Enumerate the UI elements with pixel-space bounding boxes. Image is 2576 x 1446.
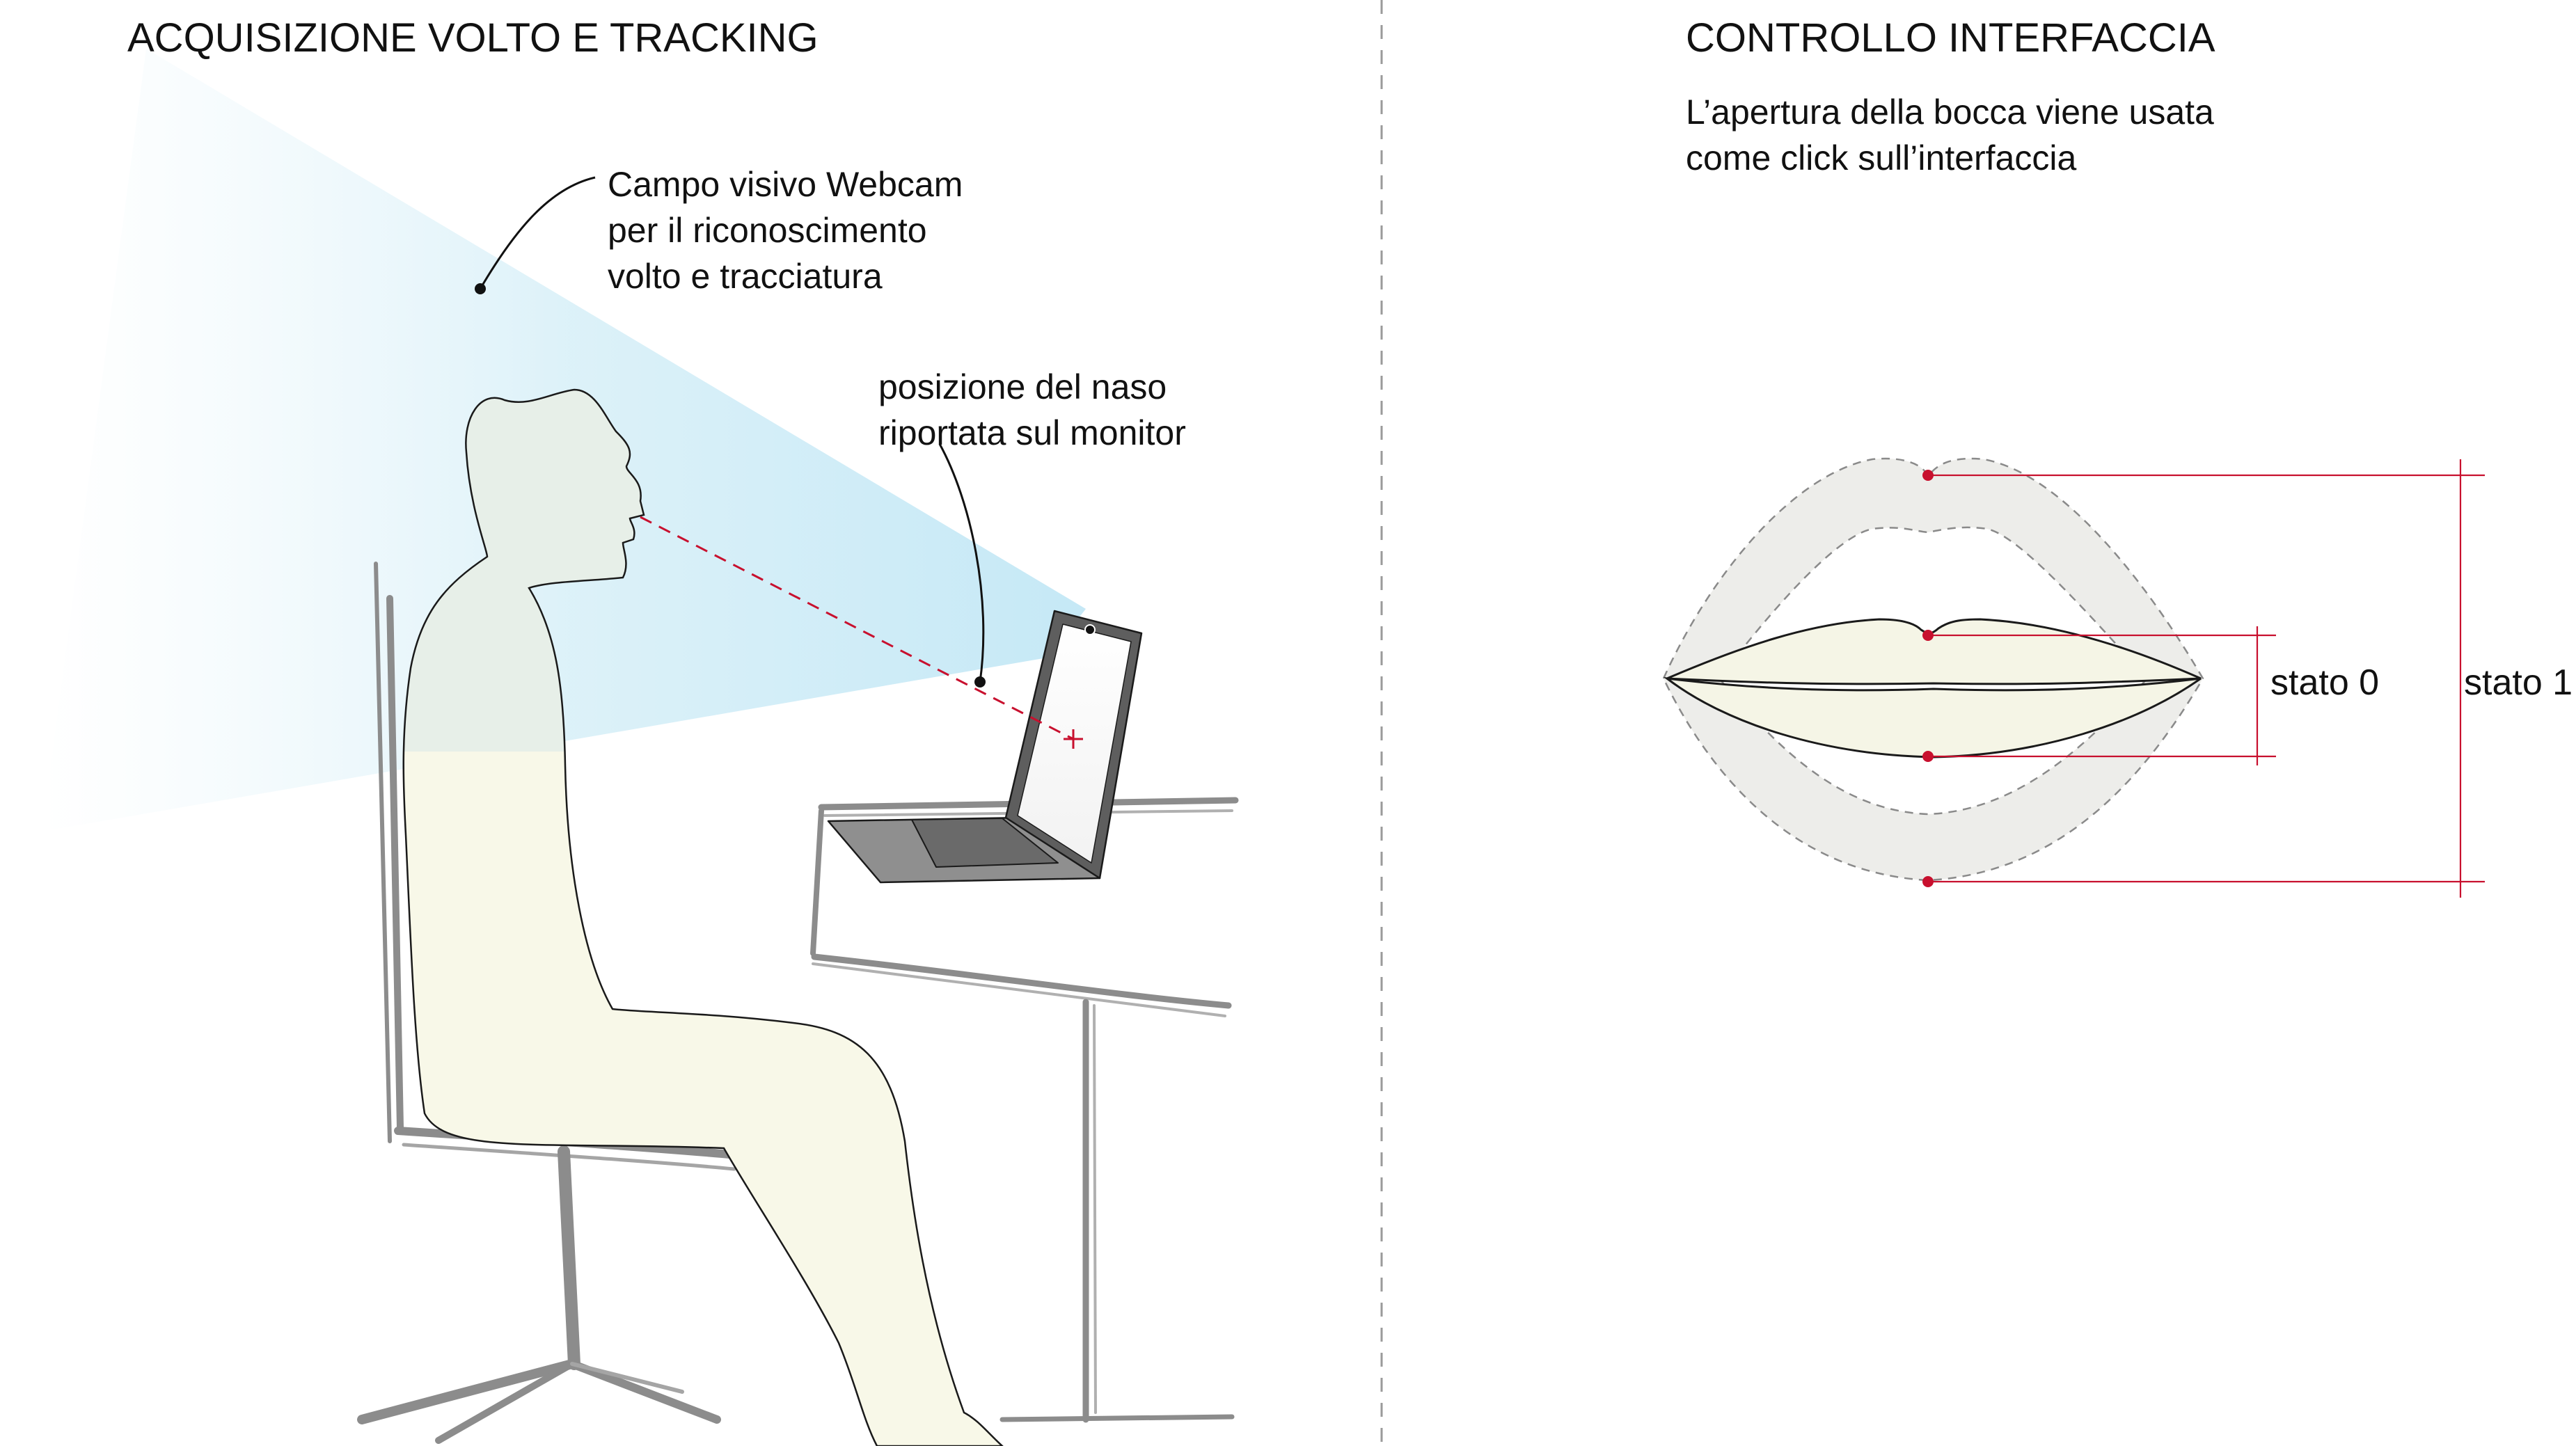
state-1-label: stato 1	[2464, 662, 2573, 703]
chair	[357, 562, 742, 1444]
landmark-open-lower	[1922, 876, 1934, 887]
webcam-label-line-2: per il riconoscimento	[608, 211, 927, 250]
mouth-description-line-1: L’apertura della bocca viene usata	[1686, 93, 2214, 132]
landmark-closed-lower	[1922, 751, 1934, 762]
webcam-leader-line	[479, 176, 596, 289]
webcam-icon	[1084, 624, 1096, 635]
nose-leader-line	[938, 443, 985, 683]
closed-mouth	[1663, 618, 2202, 758]
left-panel-title: ACQUISIZIONE VOLTO E TRACKING	[127, 15, 819, 61]
state-0-label: stato 0	[2270, 662, 2379, 703]
mouth-description: L’apertura della bocca viene usata come …	[1686, 93, 2224, 177]
laptop-touchpad	[911, 818, 1059, 868]
mouth-description-line-2: come click sull’interfaccia	[1686, 138, 2076, 177]
person-body	[402, 752, 1004, 1446]
landmark-open-upper	[1922, 470, 1934, 481]
mouth-landmark-points	[1922, 470, 1934, 887]
landmark-closed-upper	[1922, 630, 1934, 641]
right-panel-title: CONTROLLO INTERFACCIA	[1686, 15, 2215, 61]
measurement-lines	[1928, 459, 2485, 898]
webcam-label: Campo visivo Webcam per il riconosciment…	[608, 165, 972, 296]
open-mouth-outer-lip	[1662, 457, 2204, 882]
nose-leader-dot	[974, 676, 986, 688]
open-mouth	[1662, 457, 2204, 882]
closed-mouth-lower-lip	[1663, 676, 2202, 758]
webcam-label-line-1: Campo visivo Webcam	[608, 165, 963, 204]
nose-label-line-2: riportata sul monitor	[878, 413, 1186, 452]
webcam-label-line-3: volto e tracciatura	[608, 257, 883, 296]
nose-tracking-line	[640, 516, 1074, 740]
nose-label: posizione del naso riportata sul monitor	[878, 367, 1186, 452]
nose-target-marker	[1064, 729, 1083, 749]
nose-label-line-1: posizione del naso	[878, 367, 1167, 406]
person-head	[402, 388, 645, 752]
webcam-leader-dot	[475, 283, 486, 294]
